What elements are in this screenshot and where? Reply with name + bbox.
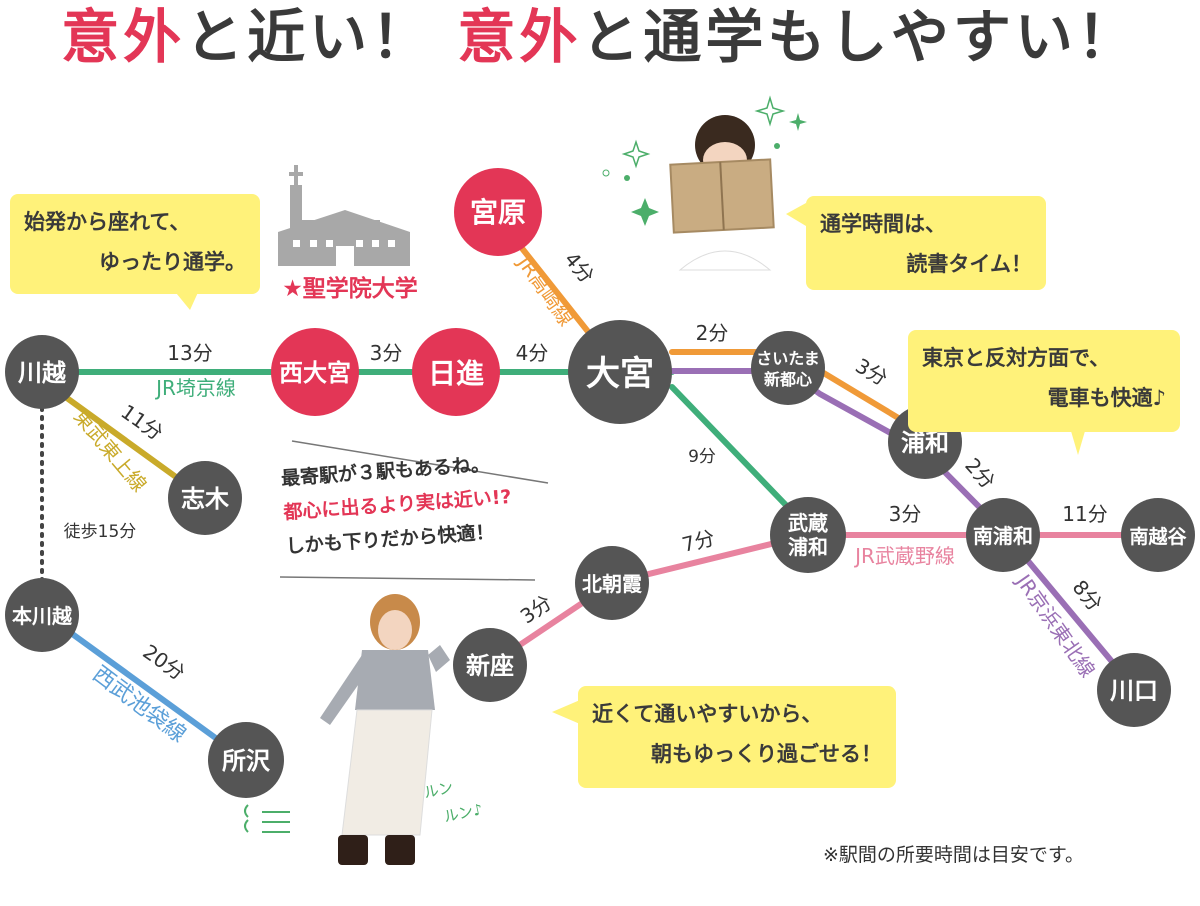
time-label: 2分 xyxy=(960,453,1000,493)
note-rule-bottom xyxy=(279,576,536,581)
station-label: 新座 xyxy=(466,652,514,680)
reading-person-illustration xyxy=(669,115,775,271)
station-label: 日進 xyxy=(428,357,484,390)
motion-lines-decoration xyxy=(244,804,290,833)
time-label: 2分 xyxy=(696,321,729,345)
station-label: 南浦和 xyxy=(973,524,1033,548)
station-label: 浦和 xyxy=(788,535,828,559)
time-label: 8分 xyxy=(1068,575,1107,616)
station-saitama-shintoshin[interactable] xyxy=(751,331,825,405)
university-name: ★聖学院大学 xyxy=(282,275,418,302)
station-label: 南越谷 xyxy=(1129,525,1187,548)
station-labels: 宮原 大宮 西大宮 日進 川越 志木 本川越 所沢 さいたま 新都心 浦和 南浦… xyxy=(12,196,1187,775)
station-label: 川越 xyxy=(18,359,67,387)
station-kitaasaka[interactable] xyxy=(575,546,649,620)
station-omiya[interactable] xyxy=(568,320,672,424)
station-label: 大宮 xyxy=(586,354,654,394)
bubble-reading-time: 通学時間は、 読書タイム！ xyxy=(806,196,1046,290)
headline: 意外と近い！ 意外と通学もしやすい！ xyxy=(0,0,1200,74)
station-tokorozawa[interactable] xyxy=(208,722,284,798)
time-label: 9分 xyxy=(688,447,716,467)
station-label: 浦和 xyxy=(901,429,949,457)
note-rule-top xyxy=(291,440,549,484)
handwritten-note: 最寄駅が３駅もあるね。 都心に出るより実は近い!? しかも下りだから快適！ xyxy=(280,446,515,564)
headline-part-1: 意外 xyxy=(61,3,186,71)
walking-girl-illustration xyxy=(320,594,450,865)
time-label: 4分 xyxy=(560,247,599,288)
saikyo-line-segment xyxy=(669,384,811,531)
station-label: 志木 xyxy=(181,485,230,513)
station-label: 北朝霞 xyxy=(582,572,643,596)
station-minamiurawa[interactable] xyxy=(966,498,1040,572)
station-kawaguchi[interactable] xyxy=(1097,653,1171,727)
station-label: 川口 xyxy=(1110,677,1158,705)
runrun-b: ルン♪ xyxy=(442,800,484,826)
bubble-opposite-line-2: 電車も快適♪ xyxy=(1047,386,1166,410)
station-label: 新都心 xyxy=(764,370,812,389)
station-miyahara[interactable] xyxy=(454,168,542,256)
time-label: 3分 xyxy=(889,502,922,526)
station-shiki[interactable] xyxy=(168,461,242,535)
station-musashiurawa[interactable] xyxy=(770,497,846,573)
station-minamikoshigaya[interactable] xyxy=(1121,498,1195,572)
bubble-reading-line-1: 通学時間は、 xyxy=(820,212,946,236)
station-label: 所沢 xyxy=(222,747,271,775)
bubble-opposite-line-1: 東京と反対方面で、 xyxy=(922,346,1111,370)
station-label: 宮原 xyxy=(470,196,526,229)
time-label: 3分 xyxy=(851,353,891,390)
station-nisshin[interactable] xyxy=(412,328,500,416)
headline-part-3: 意外 xyxy=(457,3,582,71)
station-kawagoe[interactable] xyxy=(5,335,79,409)
station-label: さいたま xyxy=(756,349,820,368)
bubble-opposite-direction: 東京と反対方面で、 電車も快適♪ xyxy=(908,330,1180,432)
bubble-easy-line-1: 近くて通いやすいから、 xyxy=(592,702,823,726)
sparkle-decoration xyxy=(602,95,807,226)
footnote: ※駅間の所要時間は目安です。 xyxy=(823,844,1085,866)
seibu-line-segment xyxy=(39,609,249,763)
time-label: 11分 xyxy=(1062,502,1107,526)
time-label: 20分 xyxy=(139,639,190,685)
station-nishiomiya[interactable] xyxy=(271,328,359,416)
bubble-reading-line-2: 読書タイム！ xyxy=(906,252,1032,276)
time-label: 13分 xyxy=(167,341,212,365)
bubble-start-seat: 始発から座れて、 ゆったり通学。 xyxy=(10,194,260,294)
time-label: 4分 xyxy=(516,341,549,365)
headline-part-4: と通学もしやすい！ xyxy=(581,3,1139,71)
time-label: 3分 xyxy=(370,341,403,365)
runrun-text: ルン ルン♪ xyxy=(422,778,484,826)
line-name-musashino: JR武蔵野線 xyxy=(853,544,955,568)
station-label: 西大宮 xyxy=(279,359,351,387)
station-niiza[interactable] xyxy=(453,628,527,702)
runrun-a: ルン xyxy=(422,778,455,802)
line-name-saikyo: JR埼京線 xyxy=(154,376,236,400)
headline-part-2: と近い！ xyxy=(185,3,434,71)
station-label: 武蔵 xyxy=(788,511,828,535)
bubble-easy-commute: 近くて通いやすいから、 朝もゆっくり過ごせる！ xyxy=(578,686,896,788)
time-label: 7分 xyxy=(680,526,718,557)
bubble-start-line-2: ゆったり通学。 xyxy=(99,250,246,274)
station-label: 本川越 xyxy=(12,604,73,628)
bubble-easy-line-2: 朝もゆっくり過ごせる！ xyxy=(651,742,882,766)
stations xyxy=(5,168,1195,798)
time-label: 徒歩15分 xyxy=(64,522,137,542)
building-windows xyxy=(293,240,395,266)
station-honkawagoe[interactable] xyxy=(5,578,79,652)
bubble-start-line-1: 始発から座れて、 xyxy=(24,210,191,234)
